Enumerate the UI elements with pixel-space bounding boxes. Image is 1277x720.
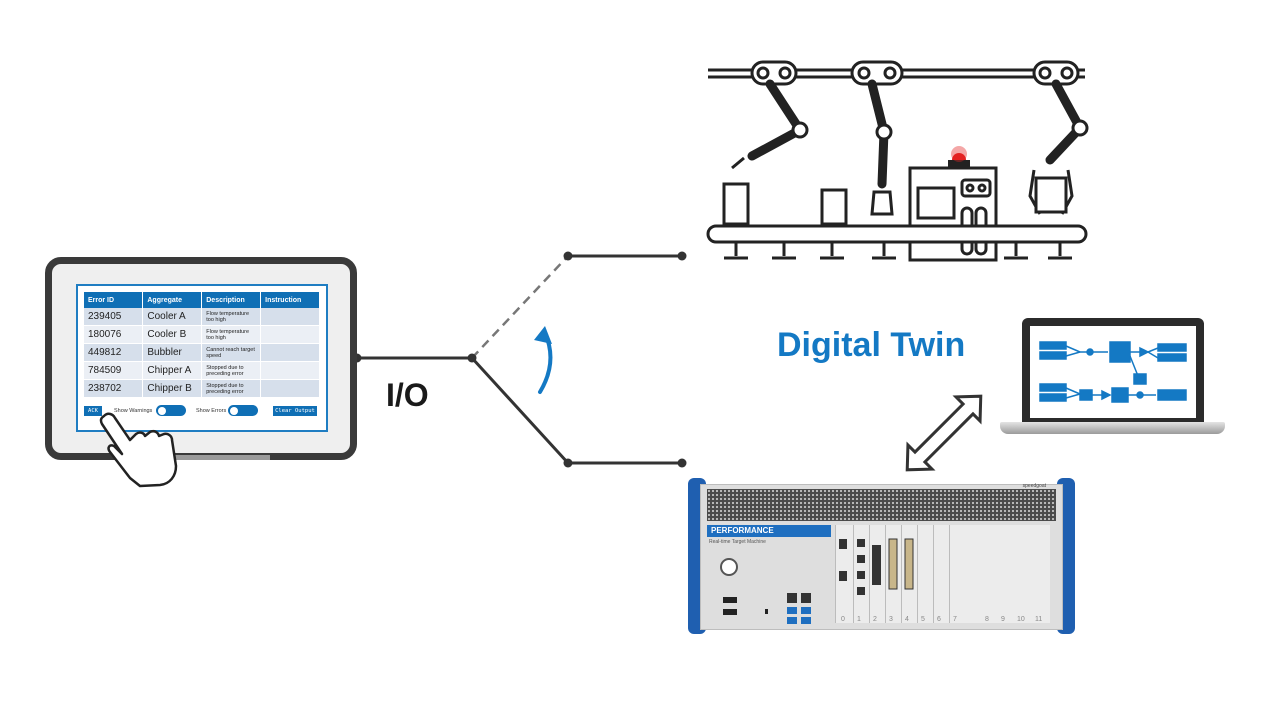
performance-banner: PERFORMANCE xyxy=(707,525,831,537)
slot-number: 11 xyxy=(1035,616,1042,623)
slot-number: 8 xyxy=(985,616,989,623)
error-id-cell: 180076 xyxy=(84,325,144,344)
hmi-controls: ACK Show Warnings Show Errors Clear Outp… xyxy=(84,402,320,424)
aggregate-cell: Cooler B xyxy=(142,325,203,344)
aggregate-cell: Cooler A xyxy=(142,308,203,326)
slot xyxy=(917,525,934,623)
node-lower-right xyxy=(677,458,687,468)
robot-arm-icon xyxy=(820,60,904,226)
target-subtitle: Real-time Target Machine xyxy=(709,539,766,545)
node-upper-left xyxy=(563,251,573,261)
slot-number: 0 xyxy=(841,616,845,623)
slot xyxy=(933,525,950,623)
description-cell: Flow temperature too high xyxy=(201,308,262,326)
tablet-bezel-bar xyxy=(132,455,270,460)
laptop-screen xyxy=(1030,326,1196,418)
table-row[interactable]: 784509 Chipper A Stopped due to precedin… xyxy=(84,361,320,380)
aggregate-cell: Bubbler xyxy=(142,343,203,362)
column-header: Error ID xyxy=(84,292,144,308)
alarm-light-icon xyxy=(948,146,970,168)
table-row[interactable]: 238702 Chipper B Stopped due to precedin… xyxy=(84,379,320,398)
io-slots: 0 1 2 3 4 5 6 7 8 9 10 11 xyxy=(835,525,1056,623)
slot-connectors xyxy=(839,538,914,595)
slot-number: 6 xyxy=(937,616,941,623)
description-cell: Flow temperature too high xyxy=(201,325,262,344)
table-row[interactable]: 180076 Cooler B Flow temperature too hig… xyxy=(84,325,320,344)
slot-number: 10 xyxy=(1017,616,1025,623)
slot-number: 4 xyxy=(905,616,909,623)
error-id-cell: 239405 xyxy=(84,308,144,326)
error-id-cell: 449812 xyxy=(84,343,144,362)
curved-arrow-icon xyxy=(534,326,553,394)
column-header: Description xyxy=(201,292,262,308)
power-button-icon xyxy=(720,558,738,576)
instruction-cell xyxy=(260,308,320,326)
show-errors-toggle[interactable] xyxy=(228,405,258,416)
robot-arm-icon xyxy=(1028,60,1089,215)
slot-number: 9 xyxy=(1001,616,1005,623)
laptop xyxy=(1000,318,1225,443)
slot xyxy=(949,525,1050,623)
table-row[interactable]: 449812 Bubbler Cannot reach target speed xyxy=(84,343,320,362)
error-id-cell: 238702 xyxy=(84,379,144,398)
show-warnings-toggle[interactable] xyxy=(156,405,186,416)
io-label: I/O xyxy=(386,377,429,413)
node-lower-left xyxy=(563,458,573,468)
clear-output-button[interactable]: Clear Output xyxy=(273,406,317,416)
realtime-target-machine: speedgoat PERFORMANCE Real-time Target M… xyxy=(688,474,1075,638)
show-errors-label: Show Errors xyxy=(196,408,227,414)
slot-number: 1 xyxy=(857,616,861,623)
block-diagram-icon xyxy=(1039,341,1187,403)
slot-number: 3 xyxy=(889,616,893,623)
laptop-lid xyxy=(1022,318,1204,422)
double-arrow-icon xyxy=(905,394,983,472)
vent-grille xyxy=(707,489,1056,521)
target-chassis: speedgoat PERFORMANCE Real-time Target M… xyxy=(700,483,1063,630)
description-cell: Cannot reach target speed xyxy=(201,343,262,362)
tablet: Error ID Aggregate Description Instructi… xyxy=(45,257,357,460)
instruction-cell xyxy=(260,379,320,398)
hmi-screen: Error ID Aggregate Description Instructi… xyxy=(76,284,328,432)
instruction-cell xyxy=(260,361,320,380)
slot-number: 2 xyxy=(873,616,877,623)
robot-arm-icon xyxy=(722,60,809,226)
brand-label: speedgoat xyxy=(1022,483,1046,489)
error-table: Error ID Aggregate Description Instructi… xyxy=(84,292,320,398)
table-row[interactable]: 239405 Cooler A Flow temperature too hig… xyxy=(84,308,320,326)
node-upper-right xyxy=(677,251,687,261)
slot-numbers: 0 1 2 3 4 5 6 7 8 9 10 11 xyxy=(841,616,1042,623)
slot-number: 5 xyxy=(921,616,925,623)
ack-button[interactable]: ACK xyxy=(84,406,102,416)
instruction-cell xyxy=(260,343,320,362)
instruction-cell xyxy=(260,325,320,344)
aggregate-cell: Chipper B xyxy=(142,379,203,398)
description-cell: Stopped due to preceding error xyxy=(201,379,262,398)
front-panel xyxy=(720,558,811,624)
table-header-row: Error ID Aggregate Description Instructi… xyxy=(84,292,320,308)
laptop-base xyxy=(1000,422,1225,434)
description-cell: Stopped due to preceding error xyxy=(201,361,262,380)
factory-illustration xyxy=(706,60,1089,262)
switch-dashed-branch xyxy=(471,255,569,359)
hand-pointer-icon xyxy=(99,412,178,488)
column-header: Instruction xyxy=(260,292,320,308)
error-id-cell: 784509 xyxy=(84,361,144,380)
show-warnings-label: Show Warnings xyxy=(114,408,153,414)
column-header: Aggregate xyxy=(142,292,203,308)
aggregate-cell: Chipper A xyxy=(142,361,203,380)
digital-twin-label: Digital Twin xyxy=(777,326,966,364)
node-switch xyxy=(467,353,477,363)
switch-solid-branch xyxy=(470,356,570,465)
slot-number: 7 xyxy=(953,616,957,623)
